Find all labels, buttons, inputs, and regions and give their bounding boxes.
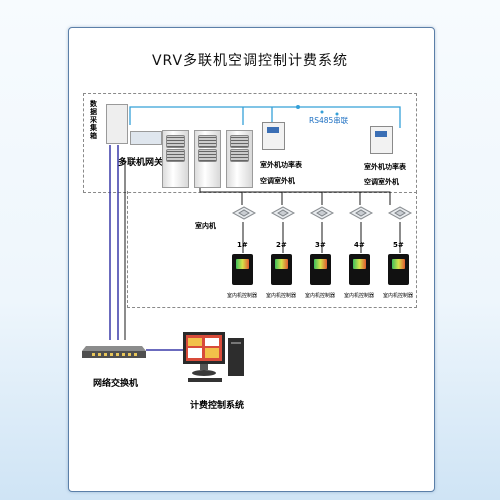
- power-meter-2: [370, 126, 393, 154]
- indoor-controller-2: [271, 254, 292, 285]
- indoor-controller-1: [232, 254, 253, 285]
- meter-label-2: 室外机功率表: [364, 163, 406, 171]
- indoor-unit-label: 室内机: [195, 222, 216, 230]
- billing-computer: [183, 332, 244, 382]
- indoor-unit-number: 3#: [315, 241, 326, 249]
- indoor-controller-label: 室内机控制器: [266, 293, 297, 299]
- outdoor-unit-3: [226, 130, 253, 188]
- indoor-controller-label: 室内机控制器: [344, 293, 375, 299]
- outdoor-label-2: 空调室外机: [364, 178, 399, 186]
- indoor-controller-label: 室内机控制器: [227, 293, 258, 299]
- indoor-cassette-2: [270, 205, 296, 220]
- rs485-label: RS485串联: [309, 116, 349, 125]
- outdoor-unit-1: [162, 130, 189, 188]
- indoor-unit-number: 5#: [393, 241, 404, 249]
- data-collector-cabinet: [106, 104, 128, 144]
- indoor-controller-4: [349, 254, 370, 285]
- indoor-controller-label: 室内机控制器: [383, 293, 414, 299]
- indoor-controller-label: 室内机控制器: [305, 293, 336, 299]
- meter-label-1: 室外机功率表: [260, 161, 302, 169]
- indoor-cassette-3: [309, 205, 335, 220]
- data-collector-label: 数据采集箱: [90, 100, 97, 140]
- indoor-controller-3: [310, 254, 331, 285]
- gateway-label: 多联机网关: [118, 158, 164, 168]
- indoor-unit-number: 1#: [237, 241, 248, 249]
- indoor-unit-number: 4#: [354, 241, 365, 249]
- indoor-cassette-1: [231, 205, 257, 220]
- outdoor-unit-2: [194, 130, 221, 188]
- switch-label: 网络交换机: [93, 379, 139, 389]
- network-switch: [82, 346, 146, 358]
- indoor-unit-number: 2#: [276, 241, 287, 249]
- gateway-device: [130, 131, 162, 145]
- indoor-controller-5: [388, 254, 409, 285]
- billing-label: 计费控制系统: [190, 401, 245, 411]
- indoor-cassette-5: [387, 205, 413, 220]
- indoor-cassette-4: [348, 205, 374, 220]
- outdoor-label-1: 空调室外机: [260, 177, 295, 185]
- indoor-region: [127, 191, 417, 308]
- diagram-title: VRV多联机空调控制计费系统: [151, 53, 349, 69]
- power-meter-1: [262, 122, 285, 150]
